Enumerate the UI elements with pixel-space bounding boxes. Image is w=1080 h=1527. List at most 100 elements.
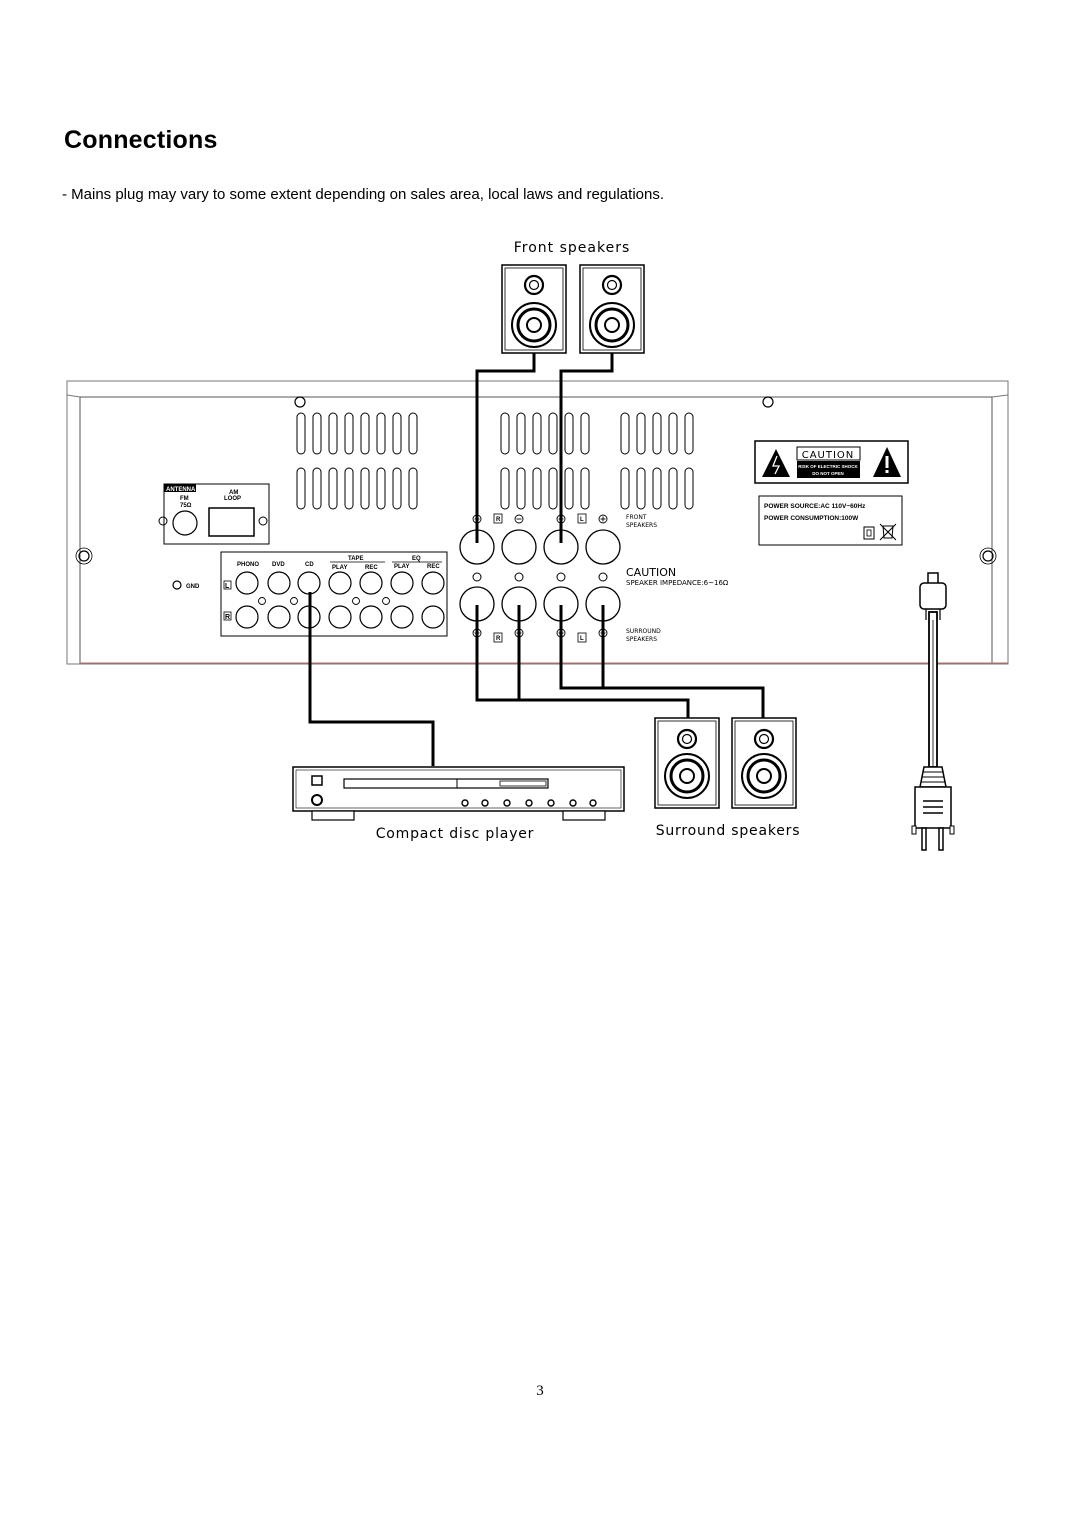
surround-speaker-left xyxy=(654,717,720,809)
fm-label: FM xyxy=(180,496,189,502)
surround-speakers-terminal-label-2: SPEAKERS xyxy=(626,636,657,643)
cd-button xyxy=(569,799,577,807)
vent-slot xyxy=(684,467,694,510)
fm-antenna-jack xyxy=(172,510,198,536)
vent-slot xyxy=(376,412,386,455)
power-cord-and-plug xyxy=(911,572,955,851)
vent-slot xyxy=(652,467,662,510)
power-consumption-text: POWER CONSUMPTION:100W xyxy=(764,515,859,522)
screw-hole xyxy=(78,550,90,562)
vent-slot xyxy=(296,412,306,455)
front-speakers-terminal-label: FRONT xyxy=(626,514,647,521)
vent-slot xyxy=(360,467,370,510)
vent-slot xyxy=(516,467,526,510)
vent-slot xyxy=(408,467,418,510)
cd-button xyxy=(461,799,469,807)
front-l-marker: L xyxy=(580,517,584,523)
caution-sign-line2: DO NOT OPEN xyxy=(812,471,844,476)
vent-slot xyxy=(668,467,678,510)
power-source-text: POWER SOURCE:AC 110V~60Hz xyxy=(764,503,866,510)
gnd-terminal xyxy=(172,580,182,590)
label-tape-play: PLAY xyxy=(332,565,347,571)
vent-slot xyxy=(580,412,590,455)
cd-button xyxy=(525,799,533,807)
antenna-terminal: ANTENNA FM 75Ω AM LOOP xyxy=(158,483,270,545)
vent-slot xyxy=(548,412,558,455)
terminal-post xyxy=(472,572,482,582)
surround-speakers-terminal-label: SURROUND xyxy=(626,628,661,635)
speaker-impedance-label: SPEAKER IMPEDANCE:6~16Ω xyxy=(626,579,729,587)
vent-slot xyxy=(636,412,646,455)
front-speaker-left xyxy=(501,264,567,354)
surround-speakers-label: Surround speakers xyxy=(656,823,801,839)
power-button-icon xyxy=(311,775,323,786)
vent-slot xyxy=(500,467,510,510)
polarity-mark xyxy=(598,514,608,524)
terminal-post xyxy=(514,572,524,582)
cd-button xyxy=(503,799,511,807)
am-loop-label: LOOP xyxy=(224,496,241,502)
front-speaker-right xyxy=(579,264,645,354)
mains-plug-note: - Mains plug may vary to some extent dep… xyxy=(62,186,664,203)
label-phono: PHONO xyxy=(237,562,259,568)
surround-speaker-cables xyxy=(475,605,765,718)
screw-hole xyxy=(762,396,774,408)
vent-slot xyxy=(312,467,322,510)
label-left-channel: L xyxy=(225,583,230,590)
vent-slot xyxy=(328,412,338,455)
caution-sign-title: CAUTION xyxy=(802,450,855,461)
rca-jack xyxy=(421,605,445,629)
vent-slot xyxy=(532,412,542,455)
vent-slot xyxy=(532,467,542,510)
screw-hole xyxy=(294,396,306,408)
rca-jack xyxy=(328,571,352,595)
rca-jacks xyxy=(235,571,445,629)
surround-speaker-right xyxy=(731,717,797,809)
front-speakers-label: Front speakers xyxy=(514,240,631,256)
caution-sign: CAUTION RISK OF ELECTRIC SHOCK DO NOT OP… xyxy=(754,440,909,484)
ventilation-slots xyxy=(296,412,694,510)
cd-audio-cable xyxy=(308,592,435,766)
fm-ohm-label: 75Ω xyxy=(180,503,192,509)
cd-player-label: Compact disc player xyxy=(376,826,535,842)
vent-slot xyxy=(376,467,386,510)
label-tape: TAPE xyxy=(348,556,364,562)
rca-jack xyxy=(328,605,352,629)
cd-button xyxy=(547,799,555,807)
label-eq: EQ xyxy=(412,556,421,562)
rca-jack xyxy=(390,571,414,595)
rca-jack xyxy=(267,571,291,595)
cd-button xyxy=(481,799,489,807)
am-loop-terminal xyxy=(208,507,255,537)
vent-slot xyxy=(580,467,590,510)
terminal-post xyxy=(556,572,566,582)
screw xyxy=(258,597,266,605)
vent-slot xyxy=(564,412,574,455)
display-window xyxy=(499,780,547,787)
vent-slot xyxy=(620,412,630,455)
vent-slot xyxy=(328,467,338,510)
caution-sign-line1: RISK OF ELECTRIC SHOCK xyxy=(798,464,858,469)
rca-jack xyxy=(359,571,383,595)
vent-slot xyxy=(408,412,418,455)
label-eq-play: PLAY xyxy=(394,564,409,570)
page-title: Connections xyxy=(64,126,218,154)
vent-slot xyxy=(392,412,402,455)
vent-slot xyxy=(668,412,678,455)
label-dvd: DVD xyxy=(272,562,285,568)
screw xyxy=(382,597,390,605)
page-number: 3 xyxy=(536,1383,544,1399)
cd-button xyxy=(589,799,597,807)
front-speakers-terminal-label-2: SPEAKERS xyxy=(626,522,657,529)
compact-disc-player xyxy=(292,766,625,821)
label-tape-rec: REC xyxy=(365,565,378,571)
surround-r-marker: R xyxy=(496,636,501,642)
surround-l-marker: L xyxy=(580,636,584,642)
rca-jack xyxy=(390,605,414,629)
vent-slot xyxy=(344,467,354,510)
vent-slot xyxy=(636,467,646,510)
rca-jack xyxy=(421,571,445,595)
disc-tray xyxy=(343,778,549,789)
screw xyxy=(352,597,360,605)
screw xyxy=(290,597,298,605)
